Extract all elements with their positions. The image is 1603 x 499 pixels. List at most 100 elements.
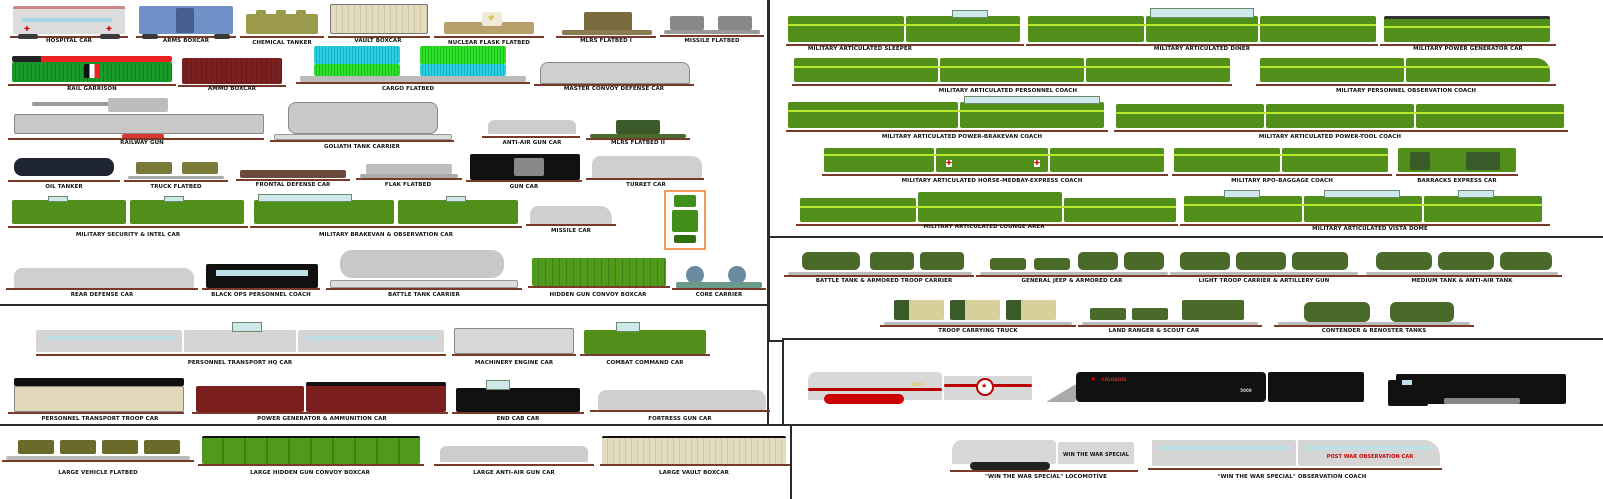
core-carrier: CORE CARRIER [672, 264, 766, 300]
vault-boxcar: VAULT BOXCAR [328, 2, 430, 44]
car-label: BARRACKS EXPRESS CAR [1417, 178, 1497, 184]
car-label: FLAK FLATBED [384, 182, 432, 188]
car-label: CONTENDER & RENOSTER TANKS [1321, 328, 1427, 334]
military-articulated-diner: MILITARY ARTICULATED DINER [1026, 6, 1378, 52]
vehicle-flat-troop-truck: TROOP CARRYING TRUCK [880, 296, 1076, 340]
large-hidden-gun-convoy-boxcar: LARGE HIDDEN GUN CONVOY BOXCAR [198, 434, 424, 480]
car-label: MILITARY ARTICULATED DINER [1153, 46, 1251, 52]
vehicle-flat-battle-tank-atc: BATTLE TANK & ARMORED TROOP CARRIER [784, 246, 974, 290]
car-label: FORTRESS GUN CAR [648, 416, 712, 422]
car-label: PERSONNEL TRANSPORT TROOP CAR [41, 416, 159, 422]
win-the-war-special-locomotive: WIN THE WAR SPECIAL "WIN THE WAR SPECIAL… [950, 436, 1138, 482]
military-power-generator-car: MILITARY POWER GENERATOR CAR [1380, 6, 1556, 52]
car-label: MILITARY POWER GENERATOR CAR [1413, 46, 1523, 52]
master-convoy-defense-car: MASTER CONVOY DEFENSE CAR [534, 56, 694, 94]
car-label: "WIN THE WAR SPECIAL" OBSERVATION COACH [1217, 474, 1367, 480]
military-personnel-observation-coach: MILITARY PERSONNEL OBSERVATION COACH [1256, 56, 1556, 96]
car-label: MILITARY ARTICULATED PERSONNEL COACH [938, 88, 1078, 94]
rail-garrison: RAIL GARRISON [8, 52, 176, 92]
frontal-defense-car: FRONTAL DEFENSE CAR [236, 168, 350, 192]
car-label: MILITARY PERSONNEL OBSERVATION COACH [1335, 88, 1477, 94]
oil-tanker: OIL TANKER [8, 154, 120, 190]
car-label: HIDDEN GUN CONVOY BOXCAR [549, 292, 647, 298]
car-label: CORE CARRIER [695, 292, 743, 298]
large-vault-boxcar: LARGE VAULT BOXCAR [600, 434, 790, 480]
car-label: MASTER CONVOY DEFENSE CAR [563, 86, 665, 92]
hospital-car: ✚ ✚ HOSPITAL CAR [10, 4, 128, 44]
car-label: ARMS BOXCAR [162, 38, 210, 44]
vehicle-flat-land-ranger-scout: LAND RANGER & SCOUT CAR [1078, 296, 1262, 340]
car-label: MILITARY ARTICULATED SLEEPER [807, 46, 913, 52]
flak-flatbed: FLAK FLATBED [356, 160, 462, 192]
car-label: OIL TANKER [45, 184, 83, 190]
power-generator-ammunition-car: POWER GENERATOR & AMMUNITION CAR [192, 376, 448, 426]
car-label: COMBAT COMMAND CAR [606, 360, 684, 366]
railway-gun: RAILWAY GUN [8, 94, 264, 146]
car-label: LARGE ANTI-AIR GUN CAR [473, 470, 555, 476]
car-label: LAND RANGER & SCOUT CAR [1108, 328, 1200, 334]
car-label: MILITARY ARTICULATED VISTA DOME [1312, 226, 1428, 232]
arms-boxcar: ARMS BOXCAR [136, 4, 236, 44]
battle-tank-carrier: BATTLE TANK CARRIER [326, 240, 522, 300]
cargo-flatbed: CARGO FLATBED [296, 46, 530, 92]
military-articulated-power-brakevan-coach: MILITARY ARTICULATED POWER-BRAKEVAN COAC… [786, 96, 1108, 142]
car-label: MLRS FLATBED I [580, 38, 632, 44]
car-label: TROOP CARRYING TRUCK [938, 328, 1018, 334]
steam-locomotive-colossus: ★ COLOSSUS 5000 [1046, 366, 1366, 410]
car-label: TURRET CAR [626, 182, 666, 188]
special-panel: WIN THE WAR SPECIAL "WIN THE WAR SPECIAL… [790, 424, 1603, 499]
mlrs-flatbed-2: MLRS FLATBED II [586, 118, 690, 148]
vehicles-panel: BATTLE TANK & ARMORED TROOP CARRIER GENE… [768, 236, 1603, 342]
nuclear-flask-flatbed: ☢ NUCLEAR FLASK FLATBED [434, 8, 544, 46]
engine-number: 5917 [912, 382, 924, 387]
car-label: MILITARY ARTICULATED POWER-BRAKEVAN COAC… [881, 134, 1043, 140]
car-label: PERSONNEL TRANSPORT HQ CAR [187, 360, 293, 366]
diesel-locomotive [1380, 370, 1566, 410]
car-label: RAIL GARRISON [67, 86, 117, 92]
car-label: ANTI-AIR GUN CAR [502, 140, 562, 146]
car-label: GENERAL JEEP & ARMORED CAR [1021, 278, 1123, 284]
car-label: MILITARY BRAKEVAN & OBSERVATION CAR [318, 232, 454, 238]
vehicle-flat-medium-aa-tank: MEDIUM TANK & ANTI-AIR TANK [1362, 246, 1562, 290]
military-articulated-personnel-coach: MILITARY ARTICULATED PERSONNEL COACH [792, 56, 1232, 96]
truck-flatbed: TRUCK FLATBED [124, 160, 228, 192]
car-label: MACHINERY ENGINE CAR [474, 360, 554, 366]
turret-car: TURRET CAR [586, 148, 704, 190]
articulated-panel: MILITARY ARTICULATED SLEEPER MILITARY AR… [768, 0, 1603, 238]
hidden-gun-convoy-boxcar: HIDDEN GUN CONVOY BOXCAR [528, 256, 670, 300]
military-rpo-baggage-coach: MILITARY RPO-BAGGAGE COACH [1172, 146, 1392, 186]
car-label: POWER GENERATOR & AMMUNITION CAR [257, 416, 387, 422]
car-label: MILITARY ARTICULATED POWER-TOOL COACH [1258, 134, 1402, 140]
car-label: GUN CAR [509, 184, 539, 190]
black-ops-personnel-coach: BLACK OPS PERSONNEL COACH [202, 262, 320, 300]
car-label: LARGE VAULT BOXCAR [659, 470, 729, 476]
armory-panel: ✚ ✚ HOSPITAL CAR ARMS BOXCAR CHEMICAL TA… [0, 0, 769, 306]
car-label: BLACK OPS PERSONNEL COACH [211, 292, 311, 298]
car-label: END CAB CAR [496, 416, 540, 422]
car-label: LARGE VEHICLE FLATBED [58, 470, 138, 476]
military-articulated-lounge-area: MILITARY ARTICULATED LOUNGE AREA [796, 188, 1178, 232]
loco-nameplate: COLOSSUS [1101, 377, 1127, 382]
car-label: MILITARY ARTICULATED HORSE-MEDBAY-EXPRES… [901, 178, 1083, 184]
car-label: CHEMICAL TANKER [252, 40, 312, 46]
military-articulated-vista-dome: MILITARY ARTICULATED VISTA DOME [1180, 188, 1562, 232]
vehicle-flat-contender-renoster: CONTENDER & RENOSTER TANKS [1274, 294, 1474, 340]
car-label: MEDIUM TANK & ANTI-AIR TANK [1411, 278, 1513, 284]
ammo-boxcar: AMMO BOXCAR [178, 56, 286, 92]
anti-air-gun-car: ANTI-AIR GUN CAR [482, 118, 580, 148]
car-label: VAULT BOXCAR [354, 38, 402, 44]
personnel-panel: PERSONNEL TRANSPORT HQ CAR MACHINERY ENG… [0, 304, 770, 426]
locomotives-panel: ★ 5917 ★ COLOSSUS 5000 [782, 338, 1603, 426]
car-label: "WIN THE WAR SPECIAL" LOCOMOTIVE [985, 474, 1107, 480]
military-security-intel-car: MILITARY SECURITY & INTEL CAR [8, 194, 248, 238]
missile-flatbed: MISSILE FLATBED [660, 14, 764, 44]
car-label: AMMO BOXCAR [207, 86, 257, 92]
engine-number: 5000 [1240, 388, 1252, 393]
car-label: FRONTAL DEFENSE CAR [255, 182, 331, 188]
large-anti-air-gun-car: LARGE ANTI-AIR GUN CAR [434, 440, 594, 480]
car-label: REAR DEFENSE CAR [70, 292, 134, 298]
rear-defense-car: REAR DEFENSE CAR [6, 256, 198, 300]
car-label: MISSILE FLATBED [684, 38, 740, 44]
missile-car: MISSILE CAR [526, 196, 616, 238]
tender-lettering: WIN THE WAR SPECIAL [1063, 452, 1129, 458]
